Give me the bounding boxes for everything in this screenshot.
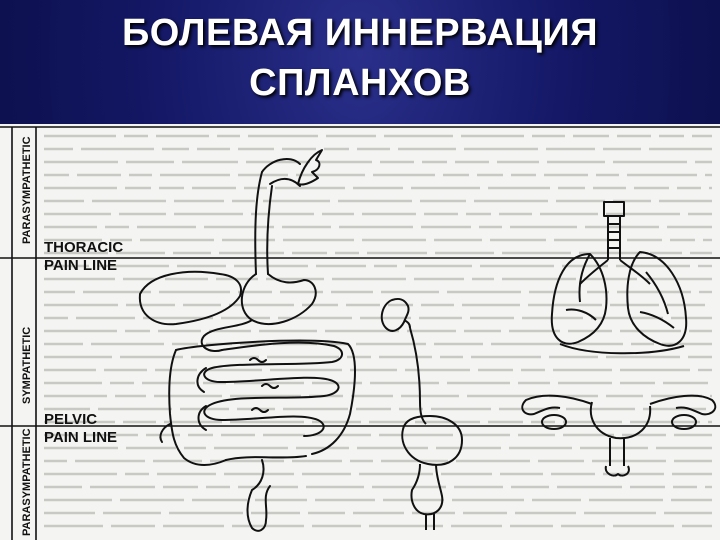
pelvic-line-label-2: PAIN LINE [44, 429, 117, 446]
side-label-sympathetic: SYMPATHETIC [21, 327, 33, 404]
thoracic-line-label-1: THORACIC [44, 239, 123, 256]
kidney-ureter-bladder-drawing [380, 297, 463, 530]
uterus-tubes-drawing [521, 394, 717, 477]
diagram-frame [0, 126, 720, 540]
side-label-parasympathetic-top: PARASYMPATHETIC [21, 136, 33, 244]
digestive-tract-drawing [138, 149, 356, 532]
background-text-lines [44, 134, 712, 528]
thoracic-line-label-2: PAIN LINE [44, 257, 117, 274]
title-line-2: СПЛАНХОВ [249, 62, 471, 104]
visceral-pain-diagram: PARASYMPATHETIC SYMPATHETIC PARASYMPATHE… [0, 124, 720, 540]
title-line-1: БОЛЕВАЯ ИННЕРВАЦИЯ [121, 12, 599, 54]
slide-title: БОЛЕВАЯ ИННЕРВАЦИЯ СПЛАНХОВ [0, 8, 720, 108]
lungs-trachea-drawing [550, 201, 688, 355]
diagram-svg: PARASYMPATHETIC SYMPATHETIC PARASYMPATHE… [0, 126, 720, 540]
pelvic-line-label-1: PELVIC [44, 411, 97, 428]
side-label-parasympathetic-bottom: PARASYMPATHETIC [21, 428, 33, 536]
